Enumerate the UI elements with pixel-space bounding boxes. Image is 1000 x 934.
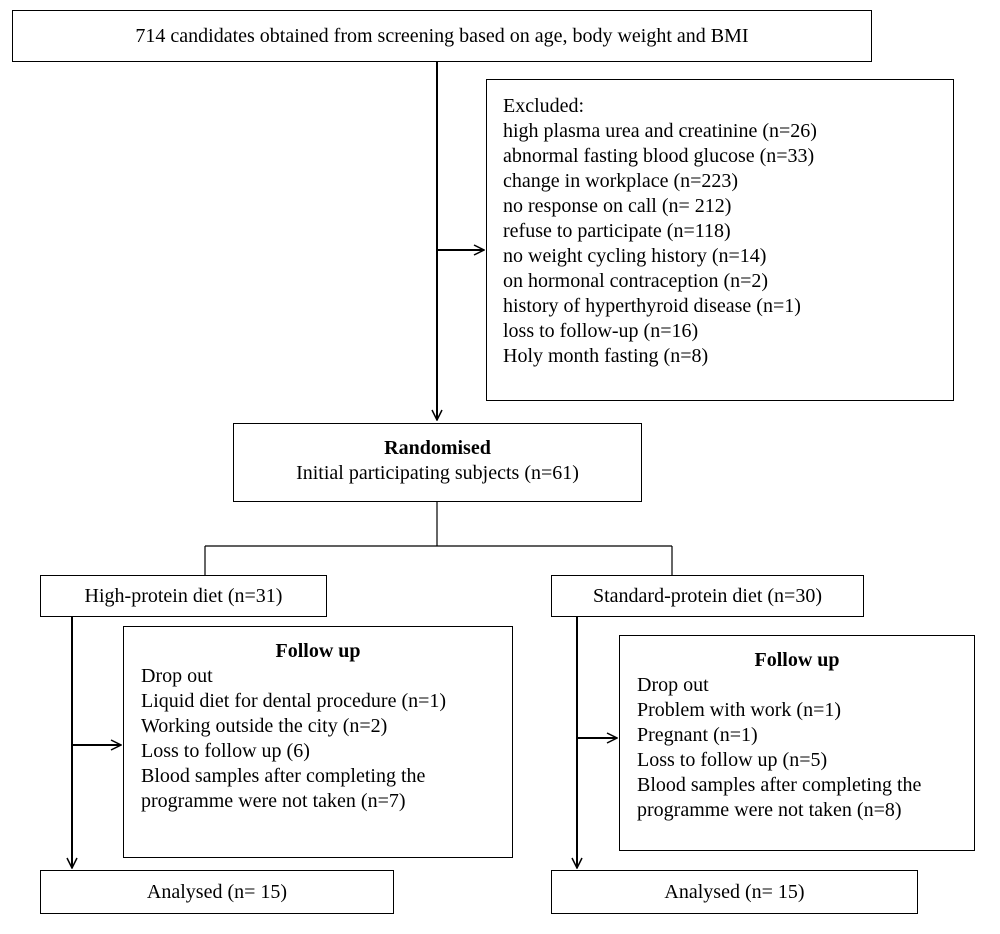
high-protein-arm-label: High-protein diet (n=31) — [84, 584, 283, 607]
standard-protein-analysed-box: Analysed (n= 15) — [551, 870, 918, 914]
standard-protein-followup-line: programme were not taken (n=8) — [637, 799, 902, 821]
high-protein-followup-line: Drop out — [141, 665, 213, 687]
screening-box: 714 candidates obtained from screening b… — [12, 10, 872, 62]
excluded-item: history of hyperthyroid disease (n=1) — [503, 295, 801, 317]
excluded-item: no weight cycling history (n=14) — [503, 245, 767, 267]
high-protein-followup-line: Liquid diet for dental procedure (n=1) — [141, 690, 447, 712]
standard-protein-followup-title: Follow up — [754, 649, 840, 671]
high-protein-followup-line: Loss to follow up (6) — [141, 740, 310, 762]
standard-protein-arm-box: Standard-protein diet (n=30) — [551, 575, 864, 617]
randomised-box: Randomised Initial participating subject… — [233, 423, 642, 502]
high-protein-followup-line: Blood samples after completing the — [141, 765, 426, 787]
standard-protein-followup-box: Follow up Drop out Problem with work (n=… — [619, 635, 975, 851]
standard-protein-followup-line: Problem with work (n=1) — [637, 699, 842, 721]
excluded-item: change in workplace (n=223) — [503, 170, 739, 192]
excluded-item: abnormal fasting blood glucose (n=33) — [503, 145, 815, 167]
standard-protein-followup-line: Pregnant (n=1) — [637, 724, 758, 746]
high-protein-followup-title: Follow up — [275, 640, 361, 662]
high-protein-analysed-label: Analysed (n= 15) — [146, 880, 288, 903]
excluded-item: no response on call (n= 212) — [503, 195, 732, 217]
excluded-item: on hormonal contraception (n=2) — [503, 270, 769, 292]
standard-protein-followup-line: Blood samples after completing the — [637, 774, 922, 796]
randomised-title: Randomised — [384, 437, 491, 459]
randomised-subtitle: Initial participating subjects (n=61) — [296, 462, 579, 484]
excluded-item: high plasma urea and creatinine (n=26) — [503, 120, 817, 142]
high-protein-followup-box: Follow up Drop out Liquid diet for denta… — [123, 626, 513, 858]
standard-protein-analysed-label: Analysed (n= 15) — [664, 880, 805, 903]
standard-protein-arm-label: Standard-protein diet (n=30) — [593, 584, 822, 607]
excluded-heading: Excluded: — [503, 95, 585, 117]
high-protein-followup-line: Working outside the city (n=2) — [141, 715, 388, 737]
standard-protein-followup-line: Loss to follow up (n=5) — [637, 749, 828, 771]
high-protein-followup-line: programme were not taken (n=7) — [141, 790, 406, 812]
high-protein-analysed-box: Analysed (n= 15) — [40, 870, 394, 914]
standard-protein-followup-line: Drop out — [637, 674, 709, 696]
high-protein-arm-box: High-protein diet (n=31) — [40, 575, 327, 617]
excluded-item: refuse to participate (n=118) — [503, 220, 731, 242]
excluded-box: Excluded: high plasma urea and creatinin… — [486, 79, 954, 401]
excluded-item: Holy month fasting (n=8) — [503, 345, 709, 367]
excluded-item: loss to follow-up (n=16) — [503, 320, 699, 342]
screening-text: 714 candidates obtained from screening b… — [135, 24, 749, 47]
